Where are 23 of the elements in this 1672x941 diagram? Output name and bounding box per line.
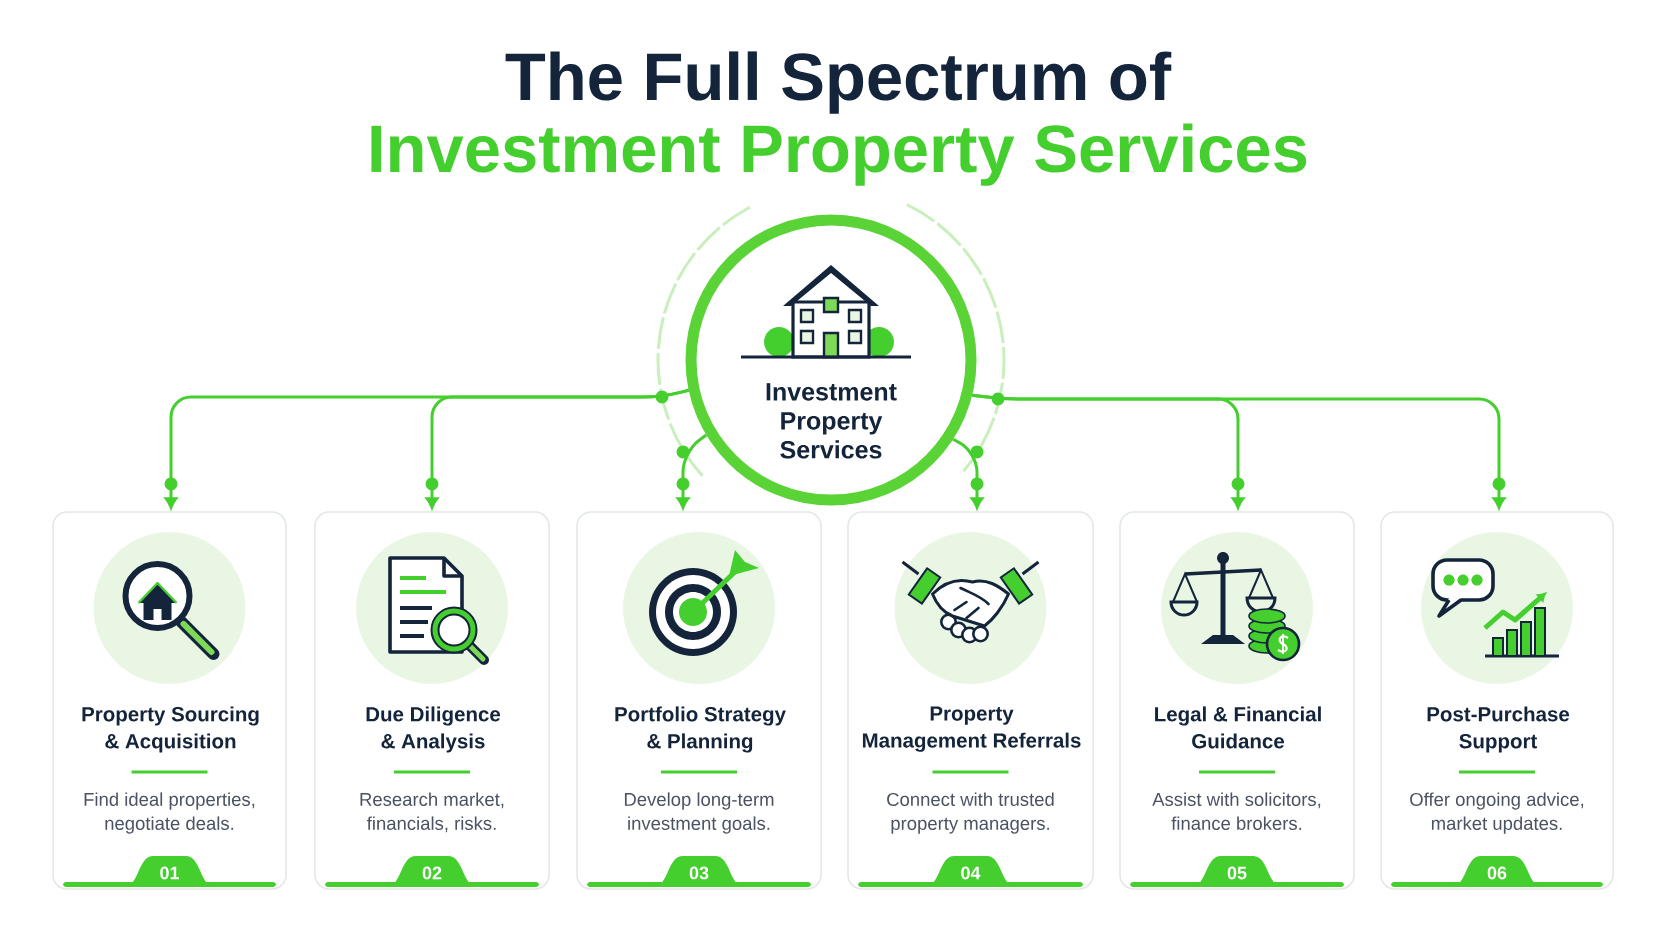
title: The Full Spectrum of Investment Property Services <box>371 51 1307 186</box>
number-tab: 01 <box>123 856 216 887</box>
card-description: Find ideal properties, negotiate deals. <box>84 792 255 834</box>
card-description: Offer ongoing advice, market updates. <box>1410 792 1584 834</box>
card-description: Connect with trusted property managers. <box>887 792 1054 834</box>
card-heading: Post-Purchase Support <box>1427 706 1570 753</box>
connector <box>425 388 690 509</box>
card-heading: Property Management Referrals <box>862 706 1081 752</box>
connector <box>952 437 984 509</box>
number-tab: 04 <box>924 856 1017 887</box>
card-heading: Legal & Financial Guidance <box>1155 706 1321 749</box>
number-tab: 02 <box>386 856 478 887</box>
card-heading: Property Sourcing & Acquisition <box>82 706 259 753</box>
card-description: Assist with solicitors, finance brokers. <box>1152 792 1321 830</box>
card-heading: Portfolio Strategy & Planning <box>615 706 786 753</box>
connector <box>971 393 1506 509</box>
card-description: Research market, financials, risks. <box>360 792 504 833</box>
card-heading: Due Diligence & Analysis <box>366 706 501 753</box>
card-description: Develop long-term investment goals. <box>624 792 774 834</box>
number-tab: 05 <box>1191 856 1283 887</box>
number-tab: 03 <box>653 856 745 887</box>
number-tab: 06 <box>1451 856 1543 887</box>
connector <box>676 433 708 509</box>
